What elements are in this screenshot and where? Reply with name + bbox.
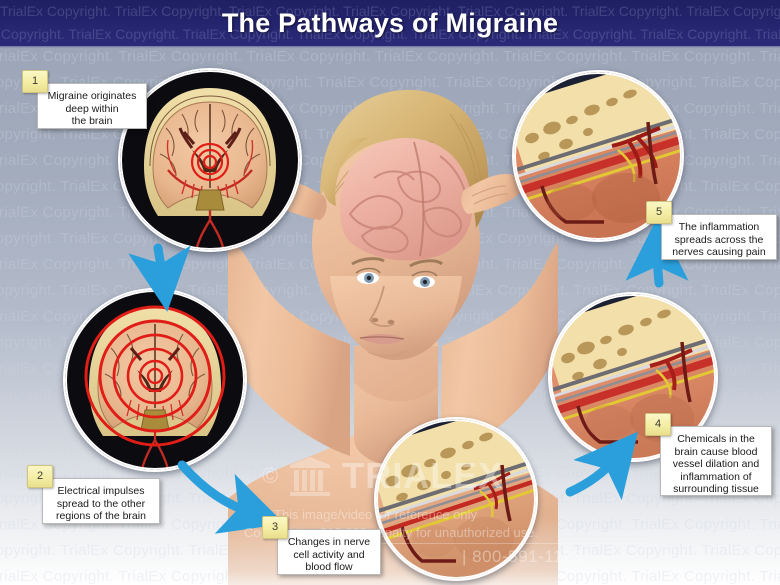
illustration-circle-3 xyxy=(374,417,538,581)
callout-4-line-1: Chemicals in the xyxy=(677,433,755,445)
callout-2-number: 2 xyxy=(27,465,53,488)
callout-1-line-2: deep within xyxy=(65,102,119,115)
callout-2-line-1: Electrical impulses xyxy=(57,485,145,497)
callout-1-line-1: Migraine originates xyxy=(47,90,137,102)
callout-3-number: 3 xyxy=(262,516,288,539)
callout-1-box: Migraine originates deep within the brai… xyxy=(37,83,147,129)
callout-4-line-5: surrounding tissue xyxy=(673,483,759,496)
title-banner: TrialEx Copyright. TrialEx Copyright. Tr… xyxy=(0,0,780,46)
callout-4-number: 4 xyxy=(645,413,671,436)
callout-5-box: The inflammation spreads across the nerv… xyxy=(661,214,777,260)
callout-2-line-3: regions of the brain xyxy=(56,510,146,523)
callout-4-box: Chemicals in the brain cause blood vesse… xyxy=(660,426,772,496)
callout-1-line-3: the brain xyxy=(71,115,113,128)
callout-5-line-3: nerves causing pain xyxy=(672,246,766,259)
callout-2-box: Electrical impulses spread to the other … xyxy=(42,478,160,524)
callout-1-number: 1 xyxy=(22,70,48,93)
illustration-circle-1 xyxy=(118,68,302,252)
banner-watermark: TrialEx Copyright. TrialEx Copyright. Tr… xyxy=(0,3,780,42)
callout-3-line-2: cell activity and xyxy=(293,548,365,561)
banner-shadow xyxy=(0,44,780,48)
callout-5-number: 5 xyxy=(646,201,672,224)
page-title: The Pathways of Migraine xyxy=(221,8,559,38)
callout-5-line-1: The inflammation xyxy=(678,221,760,233)
callout-4-line-3: vessel dilation and xyxy=(672,458,760,471)
callout-3-box: Changes in nerve cell activity and blood… xyxy=(277,529,381,575)
callout-4-line-2: brain cause blood xyxy=(674,445,758,458)
illustration-circle-2 xyxy=(63,288,247,472)
callout-4-line-4: inflammation of xyxy=(680,470,752,483)
callout-2-line-2: spread to the other xyxy=(56,497,146,510)
callout-3-line-1: Changes in nerve xyxy=(287,536,371,548)
callout-3-line-3: blood flow xyxy=(305,561,353,574)
callout-5-line-2: spreads across the xyxy=(674,233,764,246)
